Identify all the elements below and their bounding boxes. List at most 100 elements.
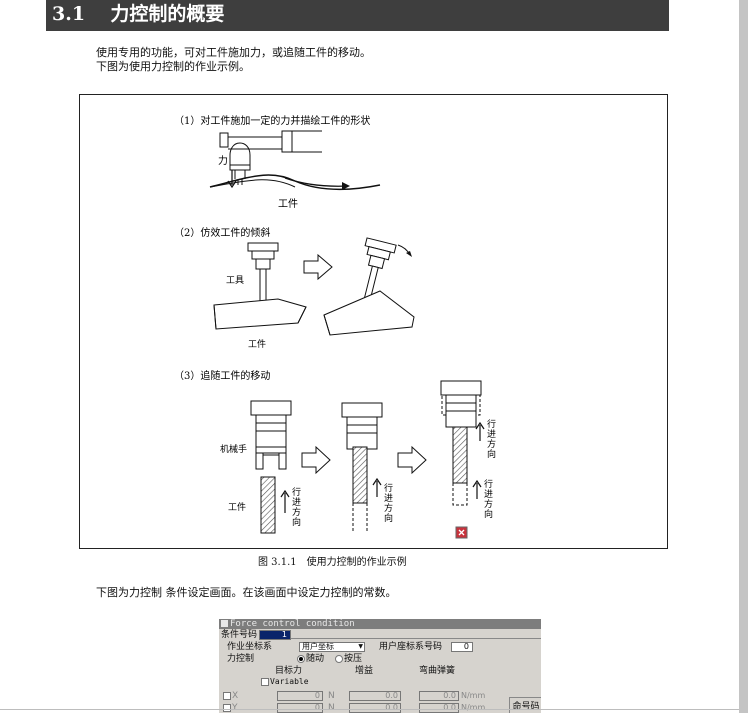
figure-drawing: （1）对工件施加一定的力并描绘工件的形状 力 工件 （2）仿效工件的倾斜 工具 [174,114,496,539]
dir3b-char-1: 行 [484,478,493,490]
force-control-dialog: Force control condition 条件号码 1 作业坐标系 用户坐… [219,619,541,713]
axis-x-force[interactable]: 0 [277,691,323,701]
coord-label: 作业坐标系 [227,642,273,652]
section-number: 3.1 [52,3,86,25]
ex2-workpiece-label: 工件 [248,338,266,350]
ex1-force-label: 力 [218,154,228,167]
dir3b-char-3: 方 [484,498,493,510]
dir2-char-2: 进 [384,493,393,504]
workpiece-1 [260,476,276,534]
ex2-plate-left [213,298,307,330]
dropdown-arrow-icon: ▼ [358,643,363,650]
dir3a-char-4: 向 [487,448,496,460]
axis-x-spring-unit: N/mm [461,691,486,700]
hand-3-bands [446,402,476,412]
trace-arrow-line [284,177,349,187]
dir3a-char-2: 进 [487,429,496,440]
workpiece-2 [352,446,368,504]
radio-follow[interactable] [297,655,305,663]
spring-header: 弯曲弹簧 [419,666,456,676]
ex2-plate-right [323,290,415,336]
broken-image-icon [455,526,468,539]
dir3b-char-4: 向 [484,508,493,520]
dialog-titlebar: Force control condition [219,619,541,629]
arm-wrist [229,142,251,166]
axis-y-unit: N [328,703,335,713]
dir1-char-3: 方 [292,506,301,518]
dir3b-char-2: 进 [484,489,493,500]
workpiece-2-ghost [352,503,368,531]
hand-1-finger-left [255,452,264,470]
ex2-title: （2）仿效工件的倾斜 [174,226,270,239]
ex3-robot-label: 机械手 [220,443,247,455]
figure-frame: （1）对工件施加一定的力并描绘工件的形状 力 工件 （2）仿效工件的倾斜 工具 [79,94,668,549]
ex2-transition-arrow [303,253,333,281]
dir2-char-4: 向 [384,512,393,524]
para-2: 下图为力控制 条件设定画面。在该画面中设定力控制的常数。 [96,586,397,599]
axis-y-checkbox[interactable] [223,704,231,712]
section-title: 力控制的概要 [110,3,225,25]
axis-y-label: Y [232,703,238,713]
dir3a-char-1: 行 [487,418,496,430]
axis-y-force[interactable]: 0 [277,703,323,713]
ex2-tool-label: 工具 [226,275,244,286]
axis-y-gain[interactable]: 0.0 [349,703,401,713]
tool-head-top [247,242,279,252]
coord-select[interactable]: 用户坐标 ▼ [299,642,365,652]
hand-2-bands [347,424,377,434]
window-icon [221,620,228,627]
section-header: 3.1 力控制的概要 [46,0,669,31]
ex3-arrow-2 [397,445,427,475]
arm-joint [281,130,293,153]
user-coord-label: 用户座标系号码 [379,642,443,652]
tool-tilted-drawing [360,237,397,313]
direction-text-3b: 行 进 方 向 [484,478,493,520]
vertical-scrollbar[interactable] [739,0,748,713]
direction-arrow-1 [280,489,290,513]
direction-text-2: 行 进 方 向 [384,482,393,524]
number-button[interactable]: 命号码 [509,697,541,713]
workpiece-3 [452,426,468,484]
workpiece-3-ghost [452,483,468,506]
axis-x-gain[interactable]: 0.0 [349,691,401,701]
dir3a-char-3: 方 [487,438,496,450]
direction-arrow-2 [372,477,382,497]
variable-label: Variable [270,677,309,686]
direction-text-3a: 行 进 方 向 [487,418,496,460]
user-coord-input[interactable]: 0 [451,642,473,652]
hand-2-drawing [341,402,383,450]
hand-1-drawing [250,400,292,470]
arm-flange [229,164,251,171]
arm-bracket [219,132,229,148]
hand-1-top [250,400,292,416]
force-ctrl-label: 力控制 [227,654,255,664]
arm-link [228,130,322,153]
tool-head-mid [251,250,275,260]
hand-1-base [255,446,287,454]
cond-no-label: 条件号码 [221,630,258,640]
dir1-char-1: 行 [292,486,301,498]
radio-press[interactable] [335,655,343,663]
page-bottom-rule [0,709,739,710]
gain-header: 增益 [355,666,374,676]
ex1-title: （1）对工件施加一定的力并描绘工件的形状 [174,114,370,127]
dir2-char-3: 方 [384,502,393,514]
arm-tool [234,170,246,179]
variable-checkbox[interactable] [261,678,269,686]
axis-x-spring[interactable]: 0.0 [419,691,459,701]
cond-no-input[interactable]: 1 [259,630,291,640]
ex1-workpiece-label: 工件 [278,198,298,210]
dir1-char-2: 进 [292,497,301,508]
dialog-divider [291,638,541,639]
coord-select-value: 用户坐标 [302,642,334,651]
hand-1-finger-right [278,452,287,470]
radio-follow-label: 随动 [306,654,325,664]
axis-y-spring-unit: N/mm [461,703,486,712]
dir1-char-4: 向 [292,516,301,528]
axis-x-checkbox[interactable] [223,692,231,700]
ex3-workpiece-label: 工件 [228,501,246,513]
axis-y-spring[interactable]: 0.0 [419,703,459,713]
dir2-char-1: 行 [384,482,393,494]
dialog-title: Force control condition [230,619,355,629]
intro-line-2: 下图为使用力控制的作业示例。 [96,60,250,73]
